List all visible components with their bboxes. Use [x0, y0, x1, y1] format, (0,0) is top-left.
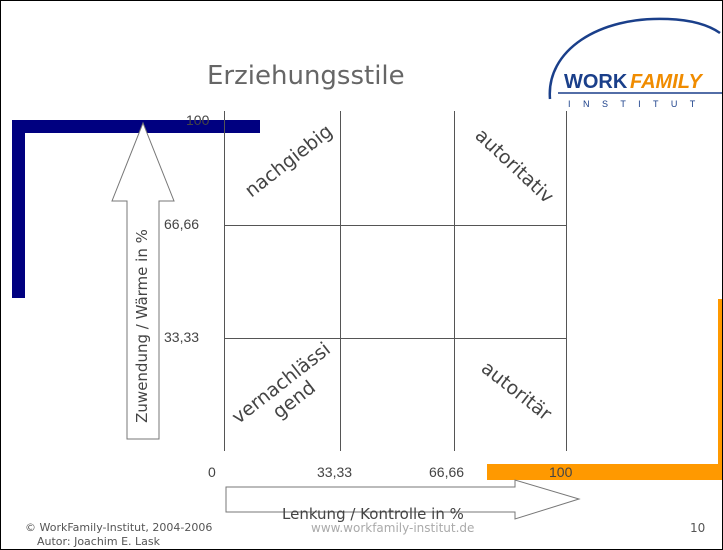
grid-line-v-3: [566, 111, 567, 451]
grid-line-h-1: [224, 225, 567, 226]
y-axis-bar-vertical: [12, 120, 25, 298]
footer-copyright: © WorkFamily-Institut, 2004-2006 Autor: …: [25, 521, 212, 549]
workfamily-logo: WORK FAMILY I N S T I T U T: [548, 17, 722, 109]
x-axis-arrow: [225, 479, 581, 520]
y-tick-100: 100: [186, 112, 210, 128]
grid-line-v-0: [224, 111, 225, 451]
quadrant-label-autoritaer: autoritär: [476, 356, 556, 426]
x-tick-100: 100: [549, 464, 573, 480]
y-tick-33: 33,33: [164, 329, 200, 345]
y-axis-label: Zuwendung / Wärme in %: [133, 229, 151, 423]
grid-line-v-2: [454, 111, 455, 451]
quadrant-label-vernachlaessigend: vernachlässi gend: [216, 329, 360, 454]
page-number: 10: [690, 521, 706, 535]
slide-title: Erziehungsstile: [207, 61, 405, 91]
x-tick-66: 66,66: [429, 464, 465, 480]
y-tick-66: 66,66: [164, 216, 200, 232]
y-axis-bar-horizontal: [12, 120, 260, 133]
grid-line-v-1: [340, 111, 341, 451]
x-tick-33: 33,33: [317, 464, 353, 480]
logo-arc: [548, 17, 721, 100]
y-axis-arrow-shape: [111, 121, 175, 440]
logo-word-family: FAMILY: [630, 71, 704, 93]
x-axis-label: Lenkung / Kontrolle in %: [282, 505, 464, 523]
y-axis-arrow: [111, 121, 175, 440]
x-axis-bar-horizontal: [487, 464, 722, 480]
logo-word-work: WORK: [564, 71, 628, 93]
grid-line-h-2: [224, 338, 567, 339]
copyright-text: © WorkFamily-Institut, 2004-2006: [25, 521, 213, 534]
footer-url: www.workfamily-institut.de: [311, 521, 475, 535]
author-text: Autor: Joachim E. Lask: [37, 534, 160, 548]
quadrant-label-autoritativ: autoritativ: [470, 124, 558, 208]
logo-subtitle: I N S T I T U T: [568, 99, 700, 109]
x-axis-bar-vertical: [718, 299, 722, 480]
x-tick-0: 0: [208, 464, 216, 480]
x-axis-arrow-shape: [225, 479, 581, 520]
